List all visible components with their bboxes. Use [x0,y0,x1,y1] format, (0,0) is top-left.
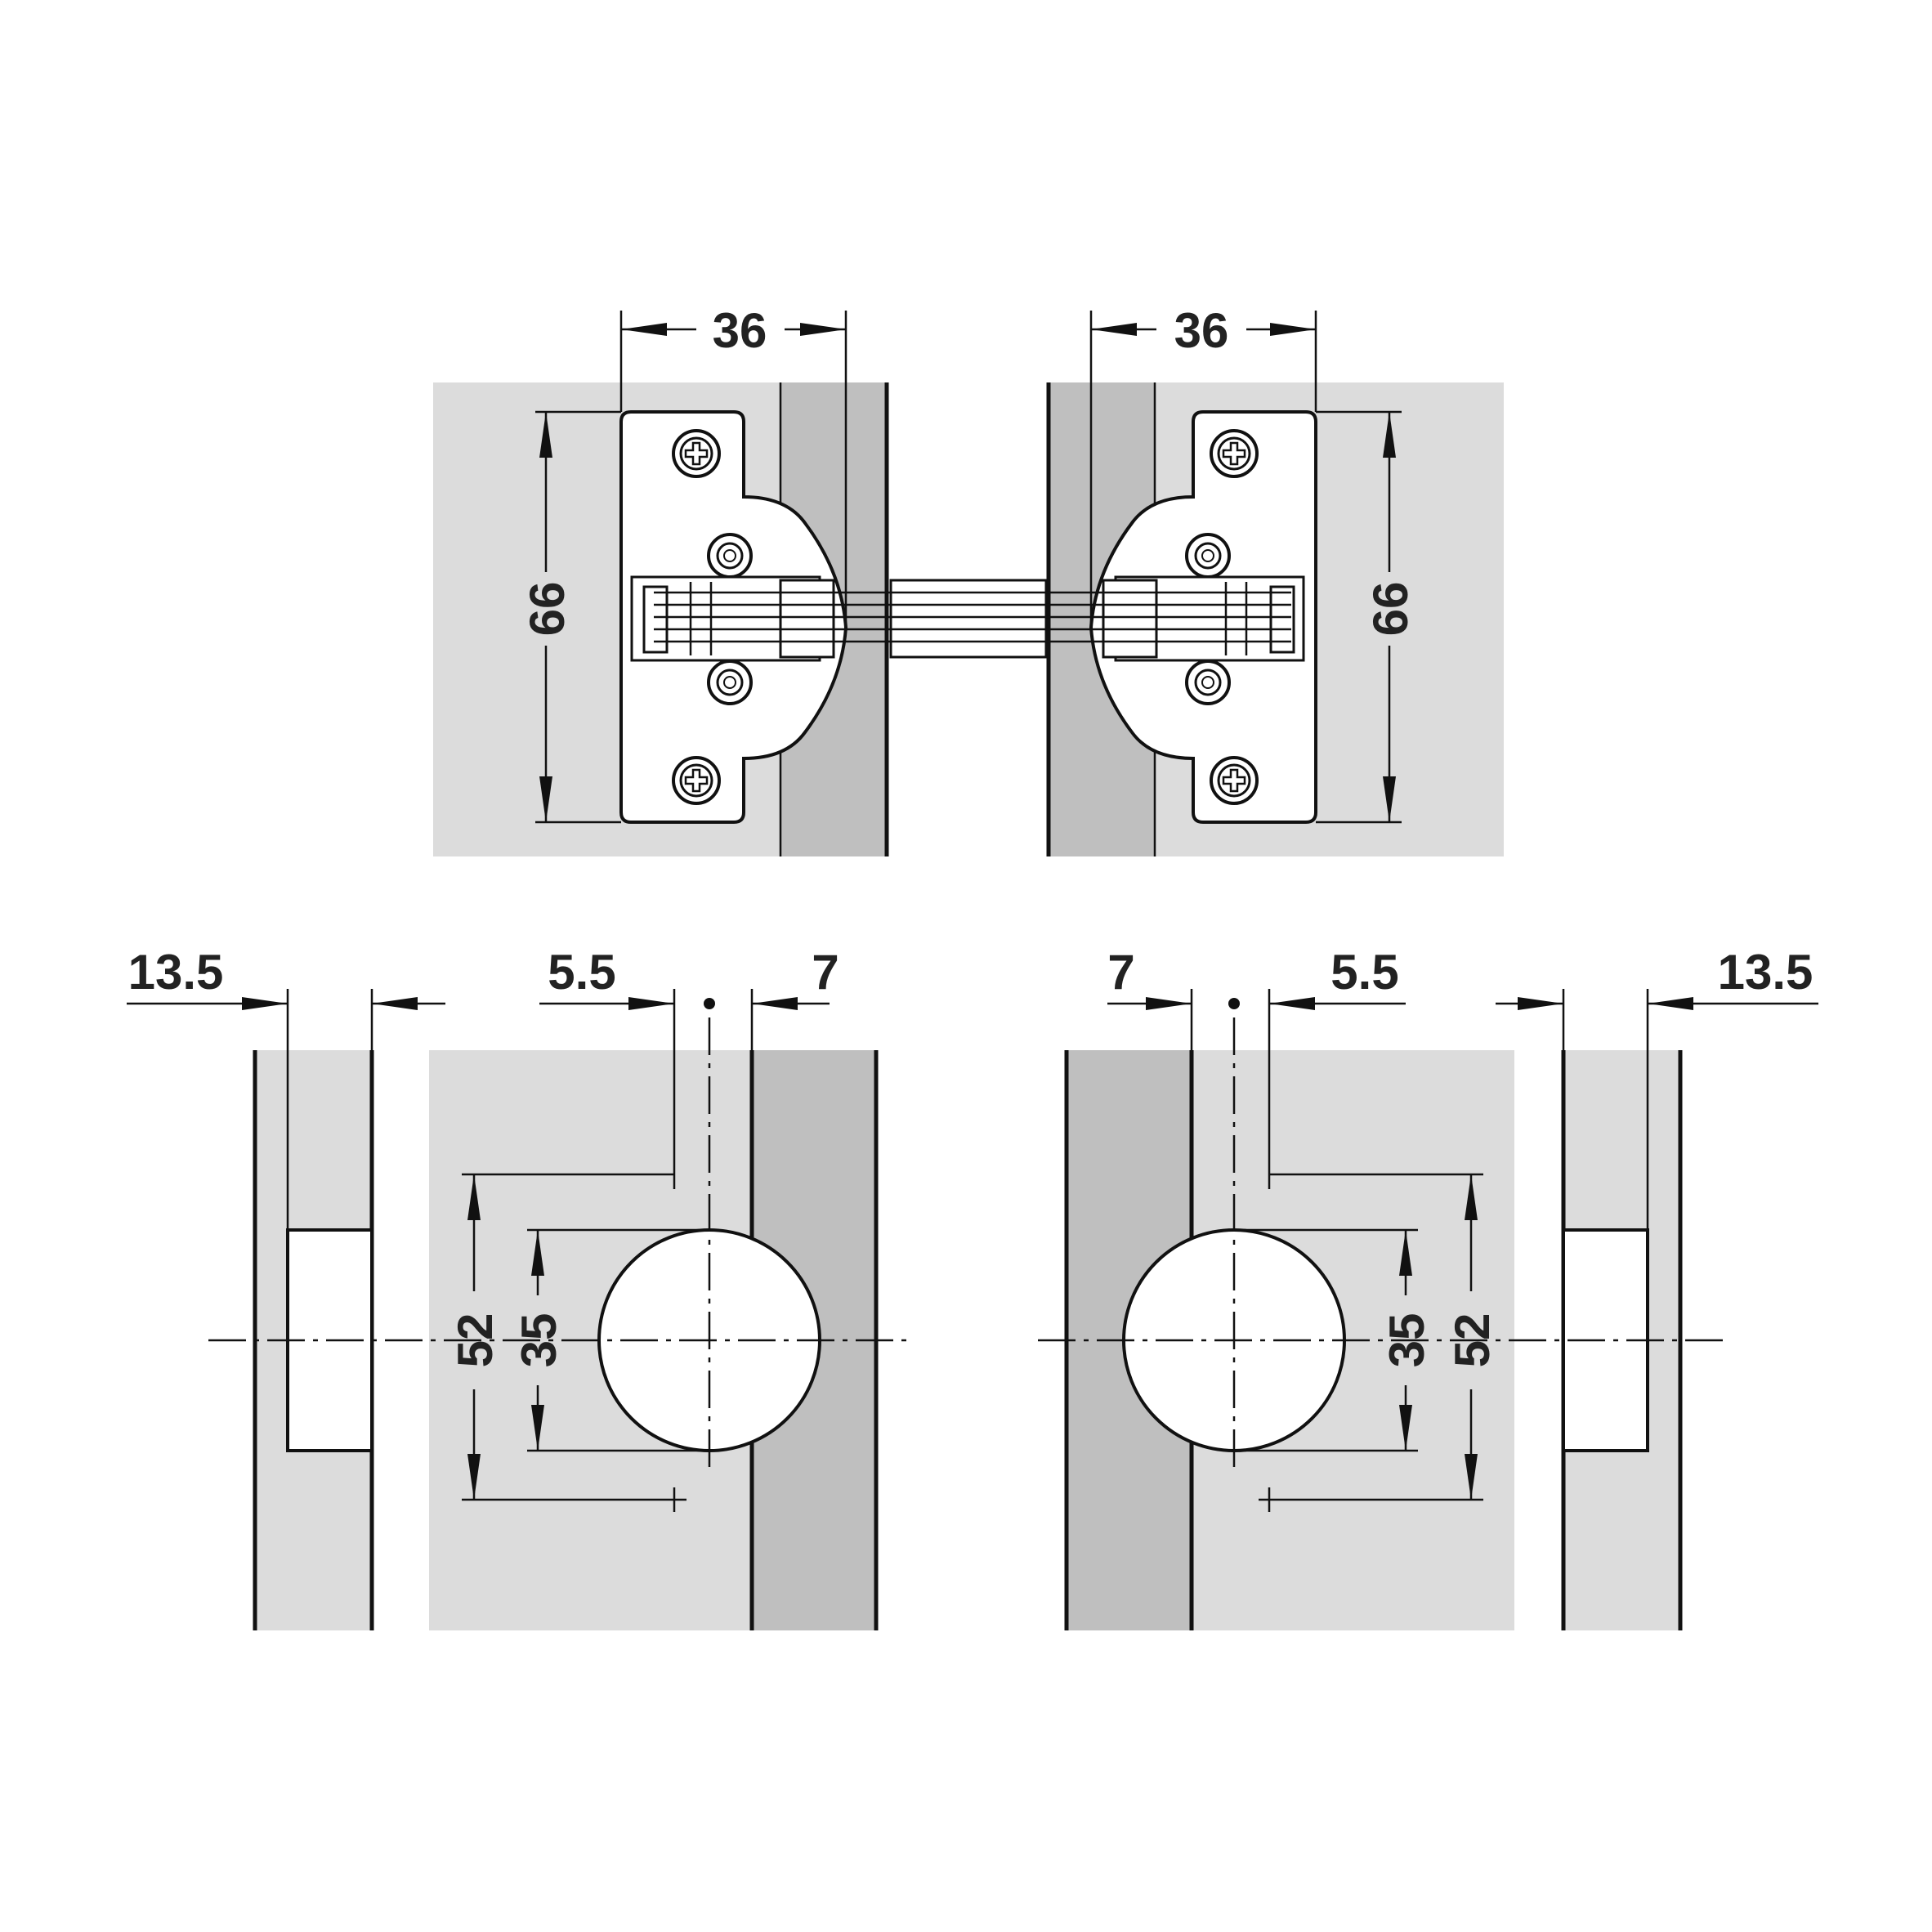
top-right-screw-icon [1210,756,1259,805]
dim-top-left-height: 66 [520,582,575,637]
dim-bottom-right-offset: 13.5 [1718,945,1813,1000]
top-right-ring-icon [1185,533,1231,579]
dim-bottom-right-outer-height: 52 [1445,1313,1500,1368]
dim-bottom-left-offset: 13.5 [128,945,224,1000]
top-right-ring-icon [1185,660,1231,705]
hinge-linkage [630,575,1305,662]
top-right-screw-icon [1210,429,1259,478]
dim-top-right-width: 36 [1174,303,1229,358]
bottom-right-drilling-view: 7 5.5 13.5 35 52 [1038,945,1818,1630]
top-left-screw-icon [672,429,721,478]
dim-top-right-height: 66 [1363,582,1418,637]
dim-bottom-left-edge: 7 [812,945,839,1000]
top-left-screw-icon [672,756,721,805]
top-left-ring-icon [707,660,753,705]
top-left-ring-icon [707,533,753,579]
dim-bottom-right-inner: 5.5 [1330,945,1398,1000]
dim-bottom-left-outer-height: 52 [448,1313,503,1368]
dim-top-left-width: 36 [713,303,767,358]
bottom-left-drilling-view: 13.5 5.5 7 52 35 [127,945,907,1630]
dim-bottom-right-hole-diameter: 35 [1380,1313,1434,1368]
top-view-hinge: 36 36 66 66 [433,303,1504,856]
dim-bottom-left-hole-diameter: 35 [512,1313,566,1368]
dim-bottom-left-inner: 5.5 [548,945,615,1000]
dim-bottom-right-edge: 7 [1107,945,1134,1000]
